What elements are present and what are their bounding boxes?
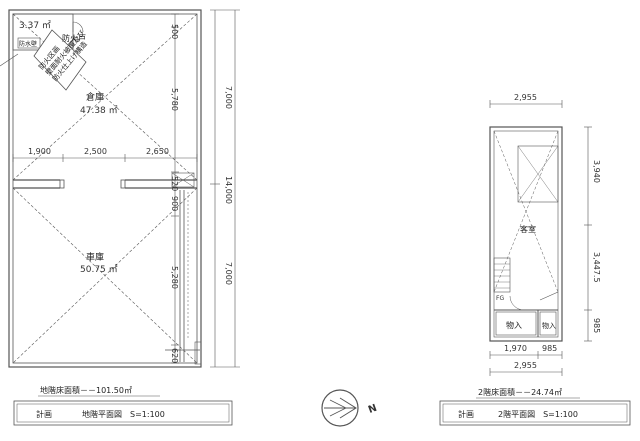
fire-door-swing <box>72 21 84 33</box>
dim-right-3940: 3,940 <box>592 160 601 183</box>
storage-left-label: 物入 <box>506 320 522 330</box>
basement-title-label: 計画 <box>36 409 52 419</box>
second-floor-outer-wall <box>489 126 563 342</box>
dim-outer-14000: 14,000 <box>224 176 233 204</box>
dim-h-1900: 1,900 <box>28 147 51 156</box>
dim-v-900: 900 <box>170 196 179 211</box>
warehouse-diagonal-2 <box>12 13 198 181</box>
dim-bottom-985: 985 <box>542 344 557 353</box>
second-floor-inner-wall <box>493 130 559 338</box>
column-block <box>171 172 195 188</box>
room-label: 客室 <box>520 224 536 234</box>
dim-outer-7000-top: 7,000 <box>224 86 233 109</box>
fire-door-label: 防火戸 <box>62 33 86 43</box>
second-floor-title-block <box>439 400 631 426</box>
fg-label: FG <box>496 295 504 302</box>
north-arrow-letter: N <box>367 403 379 416</box>
upper-closet <box>517 145 559 203</box>
column-block-x2 <box>171 172 195 188</box>
storage-left <box>495 311 537 336</box>
opening-jamb-left <box>59 179 65 189</box>
dim-bottom-2955: 2,955 <box>514 361 537 370</box>
second-floor-title-block-inner <box>442 403 628 423</box>
storage-right-label: 物入 <box>542 321 556 330</box>
basement-title-text: 地階平面図 S=1:100 <box>82 409 165 419</box>
sloped-wall <box>539 291 559 301</box>
dim-bottom-1970: 1,970 <box>504 344 527 353</box>
second-floor-area-caption: 2階床面積－－24.74㎡ <box>478 387 562 397</box>
dim-right-3447: 3,447.5 <box>592 252 601 283</box>
dim-v-5780: 5,780 <box>170 88 179 111</box>
warehouse-label: 倉庫 <box>86 91 104 103</box>
dim-outer-7000-bottom: 7,000 <box>224 262 233 285</box>
garage-label: 車庫 <box>86 251 104 263</box>
dim-h-2500: 2,500 <box>84 147 107 156</box>
small-room-tag-label: 防水壁 <box>19 40 37 48</box>
north-arrow-chevron <box>329 399 347 417</box>
opening-jamb-right <box>120 179 126 189</box>
garage-gate-post <box>194 341 202 365</box>
dim-v-5280: 5,280 <box>170 266 179 289</box>
storage-right <box>539 311 557 336</box>
room-diagonal-2 <box>493 130 559 293</box>
note-box <box>33 29 87 91</box>
stair <box>493 257 511 293</box>
dim-right-985: 985 <box>592 318 601 333</box>
basement-area-caption: 地階床面積－－101.50㎡ <box>40 385 132 395</box>
basement-title-block <box>13 400 233 426</box>
small-room-area: 3.37 ㎡ <box>19 20 51 31</box>
north-arrow-head <box>339 397 357 419</box>
basement-outer-wall <box>8 9 202 368</box>
north-arrow-circle <box>321 389 359 427</box>
dim-h-2650: 2,650 <box>146 147 169 156</box>
warehouse-area: 47.38 ㎡ <box>80 105 118 116</box>
basement-title-block-inner <box>16 403 230 423</box>
garage-area: 50.75 ㎡ <box>80 264 118 275</box>
garage-diagonal-2 <box>12 187 198 364</box>
dim-v-500: 500 <box>170 24 179 39</box>
north-arrow <box>321 389 359 427</box>
second-floor-title-text: 2階平面図 S=1:100 <box>498 409 578 419</box>
basement-plan <box>0 9 240 368</box>
second-floor-plan <box>489 100 592 376</box>
leader-line <box>0 53 19 67</box>
door-swing <box>509 295 525 311</box>
upper-closet-x2 <box>517 145 559 203</box>
dim-v-520: 520 <box>170 176 179 191</box>
small-room-tag <box>17 37 41 49</box>
dim-v-620: 620 <box>170 348 179 363</box>
second-floor-title-label: 計画 <box>458 409 474 419</box>
dim-top-2955: 2,955 <box>514 93 537 102</box>
